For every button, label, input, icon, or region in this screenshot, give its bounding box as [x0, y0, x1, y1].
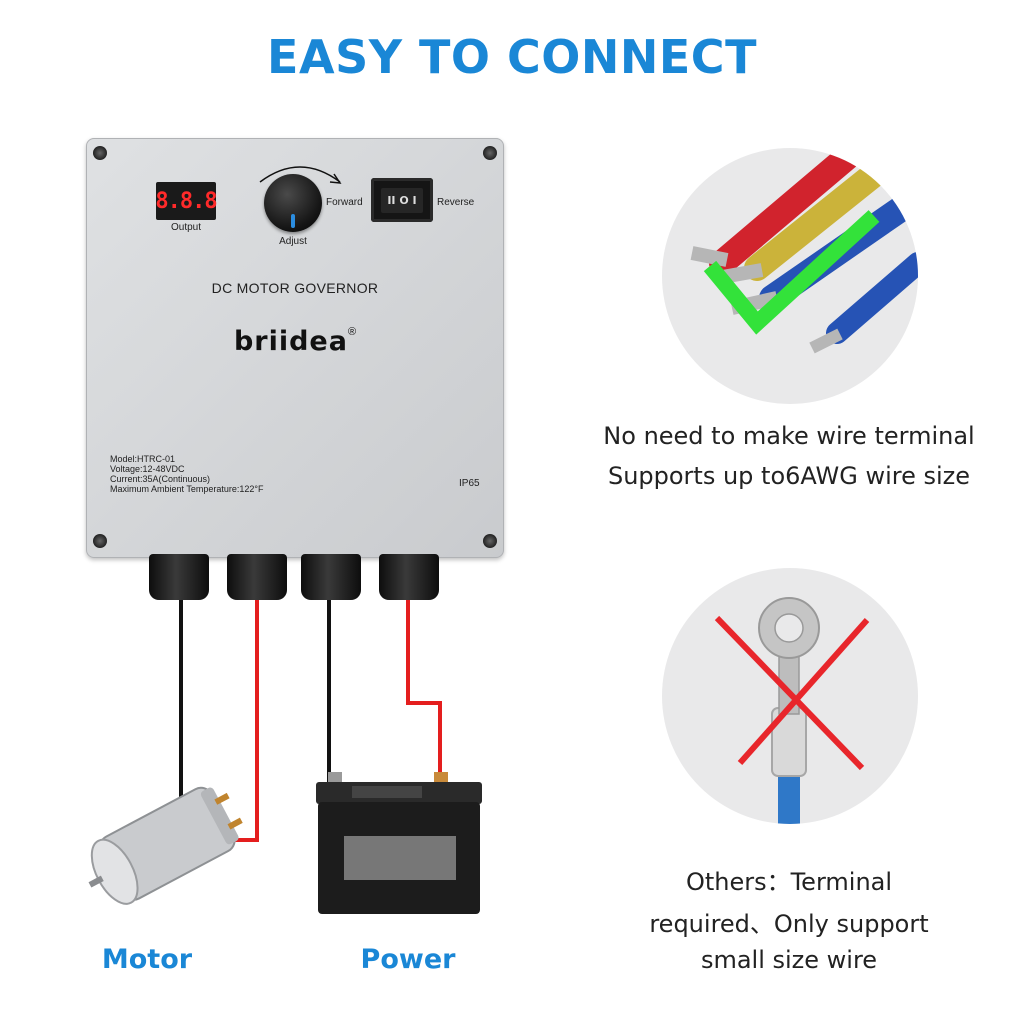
bare-wire-photo [662, 148, 918, 404]
power-label: Power [360, 944, 456, 975]
bad-caption-line3: small size wire [700, 946, 878, 974]
screw-icon [93, 534, 107, 548]
motor-label: Motor [101, 944, 193, 975]
brand-name: briidea [233, 326, 348, 357]
screw-icon [483, 146, 497, 160]
power-black-wire [327, 590, 332, 791]
forward-label: Forward [326, 197, 363, 208]
cable-gland-4 [379, 554, 439, 600]
cable-gland-1 [149, 554, 209, 600]
good-caption-line1: No need to make wire terminal [603, 422, 975, 450]
led-display: 8.8.8 [155, 182, 218, 220]
page-title: EASY TO CONNECT [267, 30, 757, 84]
adjust-label: Adjust [279, 236, 307, 247]
output-label: Output [170, 222, 202, 233]
product-name: DC MOTOR GOVERNOR [211, 280, 379, 296]
switch-glyph: II O I [381, 187, 423, 213]
adjust-knob[interactable] [264, 174, 322, 232]
spec-line: Voltage:12-48VDC [110, 464, 185, 474]
registered-mark: ® [347, 326, 357, 338]
red-cross-icon [714, 615, 870, 771]
spec-line: Maximum Ambient Temperature:122°F [110, 484, 264, 494]
spec-line: Current:35A(Continuous) [110, 474, 211, 484]
screw-icon [483, 534, 497, 548]
display-digits: 8.8.8 [155, 188, 217, 214]
good-caption-line2: Supports up to6AWG wire size [607, 462, 971, 490]
cable-gland-2 [227, 554, 287, 600]
bad-caption-line1: Others：Terminal [685, 868, 893, 896]
spec-line: Model:HTRC-01 [110, 454, 176, 464]
rotation-arrow-icon [259, 166, 342, 184]
cable-gland-3 [301, 554, 361, 600]
battery-icon [316, 772, 482, 914]
controller-box: 8.8.8 Output Adjust Forward II O I Rever… [86, 138, 504, 558]
spec-block: Model:HTRC-01 Voltage:12-48VDC Current:3… [110, 454, 264, 494]
direction-switch[interactable]: II O I [371, 178, 433, 222]
knob-indicator [291, 214, 295, 228]
screw-icon [93, 146, 107, 160]
motor-icon [88, 786, 243, 905]
bad-caption-line2: required、Only support [649, 910, 929, 938]
ip-rating: IP65 [459, 478, 480, 489]
power-red-wire [406, 590, 442, 780]
reverse-label: Reverse [437, 197, 475, 208]
green-check-icon [703, 210, 880, 335]
brand-logo: briidea® [86, 326, 504, 357]
ring-terminal-photo [662, 568, 918, 824]
